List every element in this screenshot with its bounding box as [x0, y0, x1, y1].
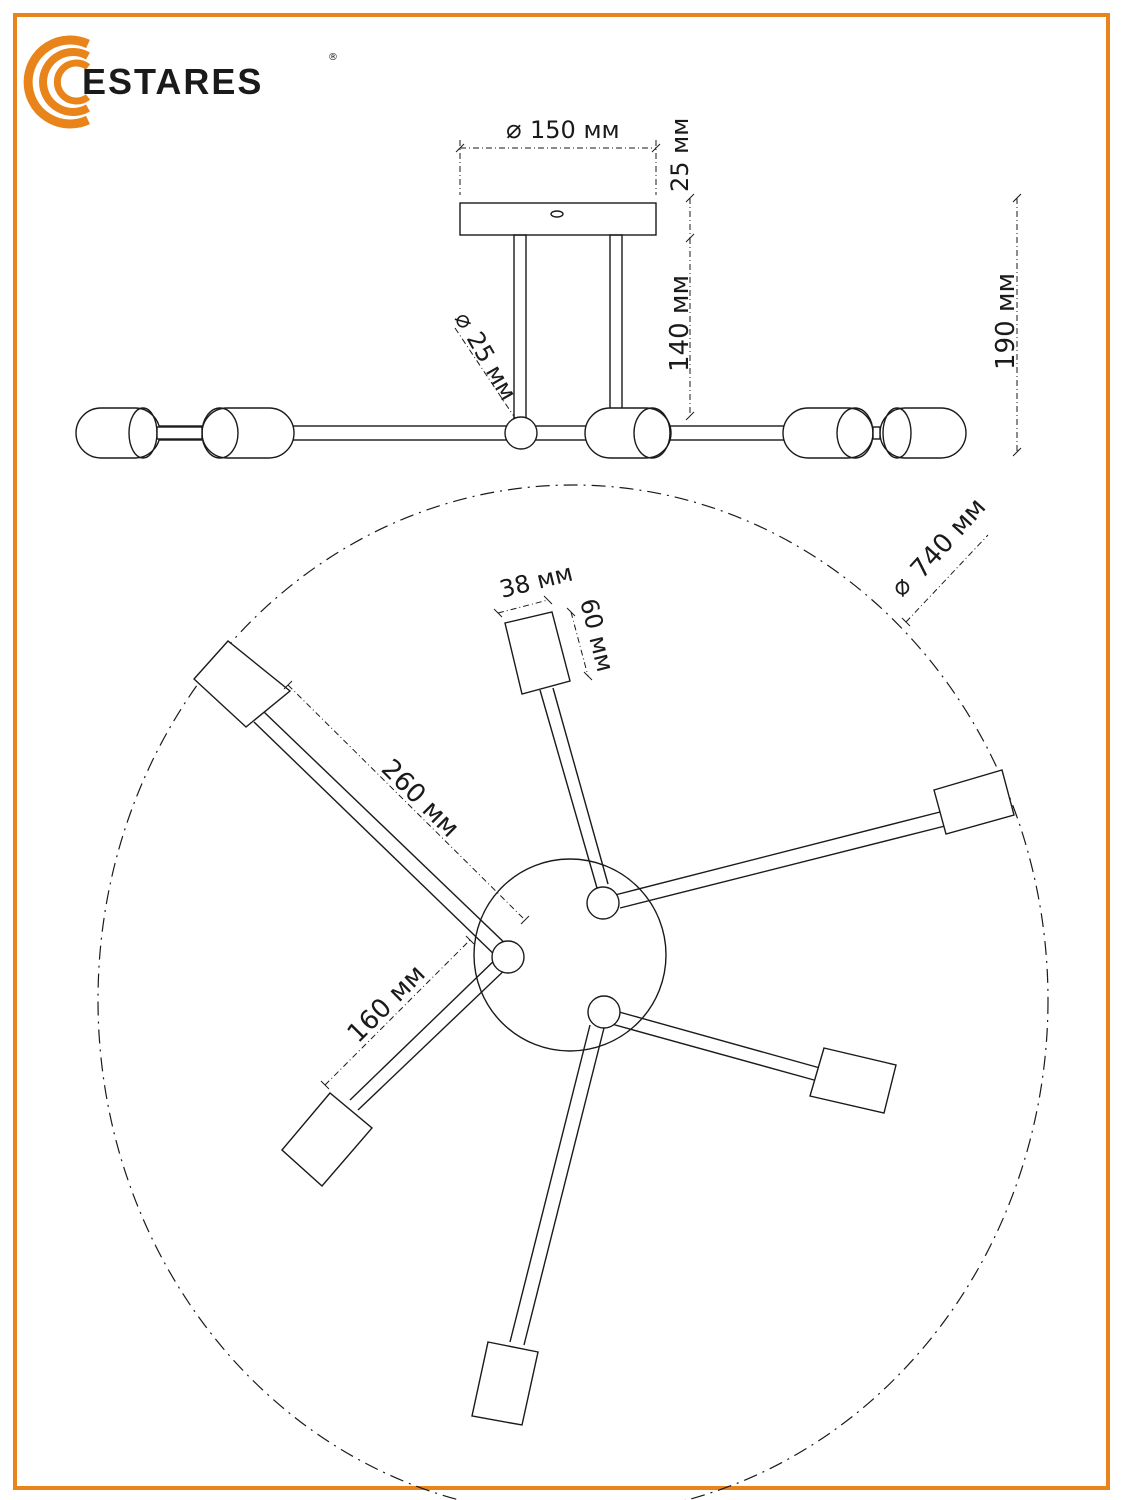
shade-3	[584, 407, 672, 459]
top-view	[97, 484, 1049, 1500]
brand-logo: ESTARES ®	[23, 35, 338, 129]
shade-upper-left	[193, 640, 292, 728]
registered-mark: ®	[328, 52, 338, 63]
brand-name: ESTARES	[82, 61, 263, 102]
shade-lower-right	[809, 1047, 897, 1114]
side-dimension-labels: ⌀ 150 мм 25 мм 140 мм 190 мм ⌀ 25 мм	[449, 115, 1021, 405]
rod-diameter-symbol: ⌀	[449, 307, 480, 334]
side-view	[75, 202, 967, 459]
rod-height-label: 140 мм	[665, 275, 695, 372]
top-dimensions	[287, 534, 989, 1086]
rod-right	[609, 234, 623, 419]
shade-2	[201, 407, 295, 459]
canopy-plate	[459, 202, 657, 236]
side-dimension-ticks	[455, 143, 1022, 457]
canopy-height-label: 25 мм	[666, 118, 694, 192]
canopy-diameter-label: 150 мм	[530, 116, 620, 144]
logo-arc-middle	[39, 48, 90, 116]
canopy-circle	[473, 858, 667, 1052]
total-height-label: 190 мм	[991, 273, 1021, 370]
shade-4	[782, 407, 874, 459]
overall-diameter-label: 740 мм	[905, 492, 992, 584]
overall-circle	[97, 484, 1049, 1500]
side-dimensions	[454, 140, 1018, 452]
shade-length-label: 60 мм	[574, 596, 619, 675]
shade-5	[879, 407, 967, 459]
page-border	[13, 13, 1110, 1490]
hub-ball-bottom	[587, 995, 621, 1029]
hub-ball-left	[491, 940, 525, 974]
hub-ball	[504, 416, 538, 450]
top-dimension-ticks	[283, 595, 911, 1090]
shade-width-label: 38 мм	[497, 559, 576, 604]
shade-1	[75, 407, 161, 459]
hub-ball-top	[586, 886, 620, 920]
shade-lower-left	[281, 1092, 373, 1187]
long-arm-label: 260 мм	[375, 754, 465, 844]
canopy-screw	[550, 210, 564, 218]
logo-arc-inner	[53, 59, 91, 105]
top-dimension-labels: 38 мм 60 мм ⌀ 740 мм 260 мм 160 мм	[342, 492, 992, 1049]
shade-bottom	[471, 1341, 539, 1426]
rod-diameter-label: 25 мм	[461, 327, 522, 405]
overall-diameter-symbol: ⌀	[885, 571, 918, 603]
short-arm-label: 160 мм	[342, 959, 432, 1049]
canopy-diameter-symbol: ⌀	[506, 115, 522, 145]
shade-right	[933, 769, 1015, 835]
logo-arc-outer	[23, 35, 90, 129]
shade-top	[504, 611, 571, 695]
